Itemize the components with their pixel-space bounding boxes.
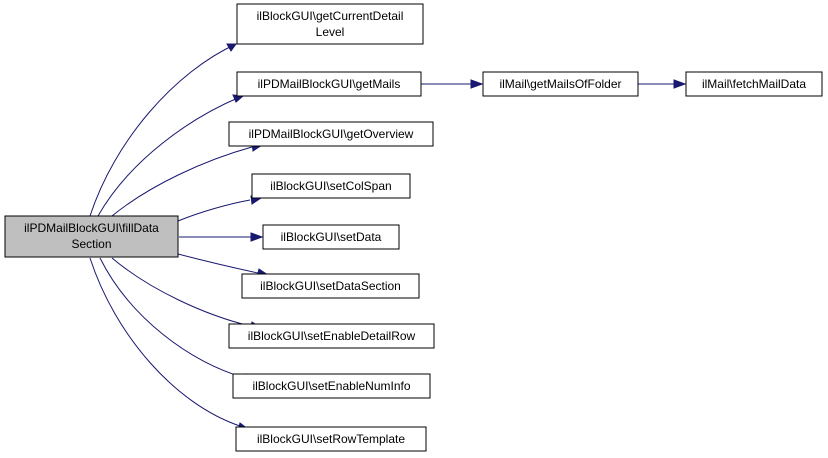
edge-root-to-setColSpan xyxy=(177,195,263,222)
edge-root-to-getMails xyxy=(97,94,245,217)
node-label: ilBlockGUI\setData xyxy=(281,230,382,244)
node-setColSpan[interactable]: ilBlockGUI\setColSpan xyxy=(251,173,411,199)
node-getMails[interactable]: ilPDMailBlockGUI\getMails xyxy=(236,71,422,97)
node-label: ilBlockGUI\setEnableNumInfo xyxy=(252,379,410,393)
node-label: ilBlockGUI\setRowTemplate xyxy=(257,432,405,446)
node-label-line2: Section xyxy=(71,237,111,251)
node-label-line1: ilBlockGUI\getCurrentDetail xyxy=(257,9,404,23)
node-getMailsOfFolder[interactable]: ilMail\getMailsOfFolder xyxy=(482,71,639,97)
edge-root-to-setRowTemplate xyxy=(89,257,251,432)
node-label: ilMail\getMailsOfFolder xyxy=(499,77,621,91)
nodes: ilPDMailBlockGUI\fillData Section ilBloc… xyxy=(4,3,823,452)
node-setRowTemplate[interactable]: ilBlockGUI\setRowTemplate xyxy=(235,426,427,452)
node-label: ilBlockGUI\setColSpan xyxy=(270,179,391,193)
edge-getMailsOfFolder-to-fetchMailData xyxy=(638,79,687,89)
node-label: ilPDMailBlockGUI\getMails xyxy=(258,77,401,91)
node-getCurrentDetailLevel[interactable]: ilBlockGUI\getCurrentDetail Level xyxy=(236,3,424,45)
edge-root-to-setData xyxy=(179,232,264,242)
node-label: ilMail\fetchMailData xyxy=(702,77,806,91)
node-setData[interactable]: ilBlockGUI\setData xyxy=(262,224,400,250)
node-fetchMailData[interactable]: ilMail\fetchMailData xyxy=(685,71,823,97)
edge-root-to-setEnableNumInfo xyxy=(99,257,258,383)
node-setEnableDetailRow[interactable]: ilBlockGUI\setEnableDetailRow xyxy=(228,323,435,349)
node-label: ilBlockGUI\setEnableDetailRow xyxy=(248,329,416,343)
node-label-line2: Level xyxy=(316,25,345,39)
node-label: ilBlockGUI\setDataSection xyxy=(260,279,401,293)
node-getOverview[interactable]: ilPDMailBlockGUI\getOverview xyxy=(228,121,434,147)
node-label-line1: ilPDMailBlockGUI\fillData xyxy=(24,221,159,235)
node-setDataSection[interactable]: ilBlockGUI\setDataSection xyxy=(241,273,420,299)
edge-root-to-getOverview xyxy=(111,142,264,217)
edge-root-to-getCurrentDetailLevel xyxy=(89,43,237,217)
node-fillDataSection[interactable]: ilPDMailBlockGUI\fillData Section xyxy=(4,215,179,258)
edge-getMails-to-getMailsOfFolder xyxy=(421,79,484,89)
node-label: ilPDMailBlockGUI\getOverview xyxy=(249,127,414,141)
node-setEnableNumInfo[interactable]: ilBlockGUI\setEnableNumInfo xyxy=(232,373,431,399)
